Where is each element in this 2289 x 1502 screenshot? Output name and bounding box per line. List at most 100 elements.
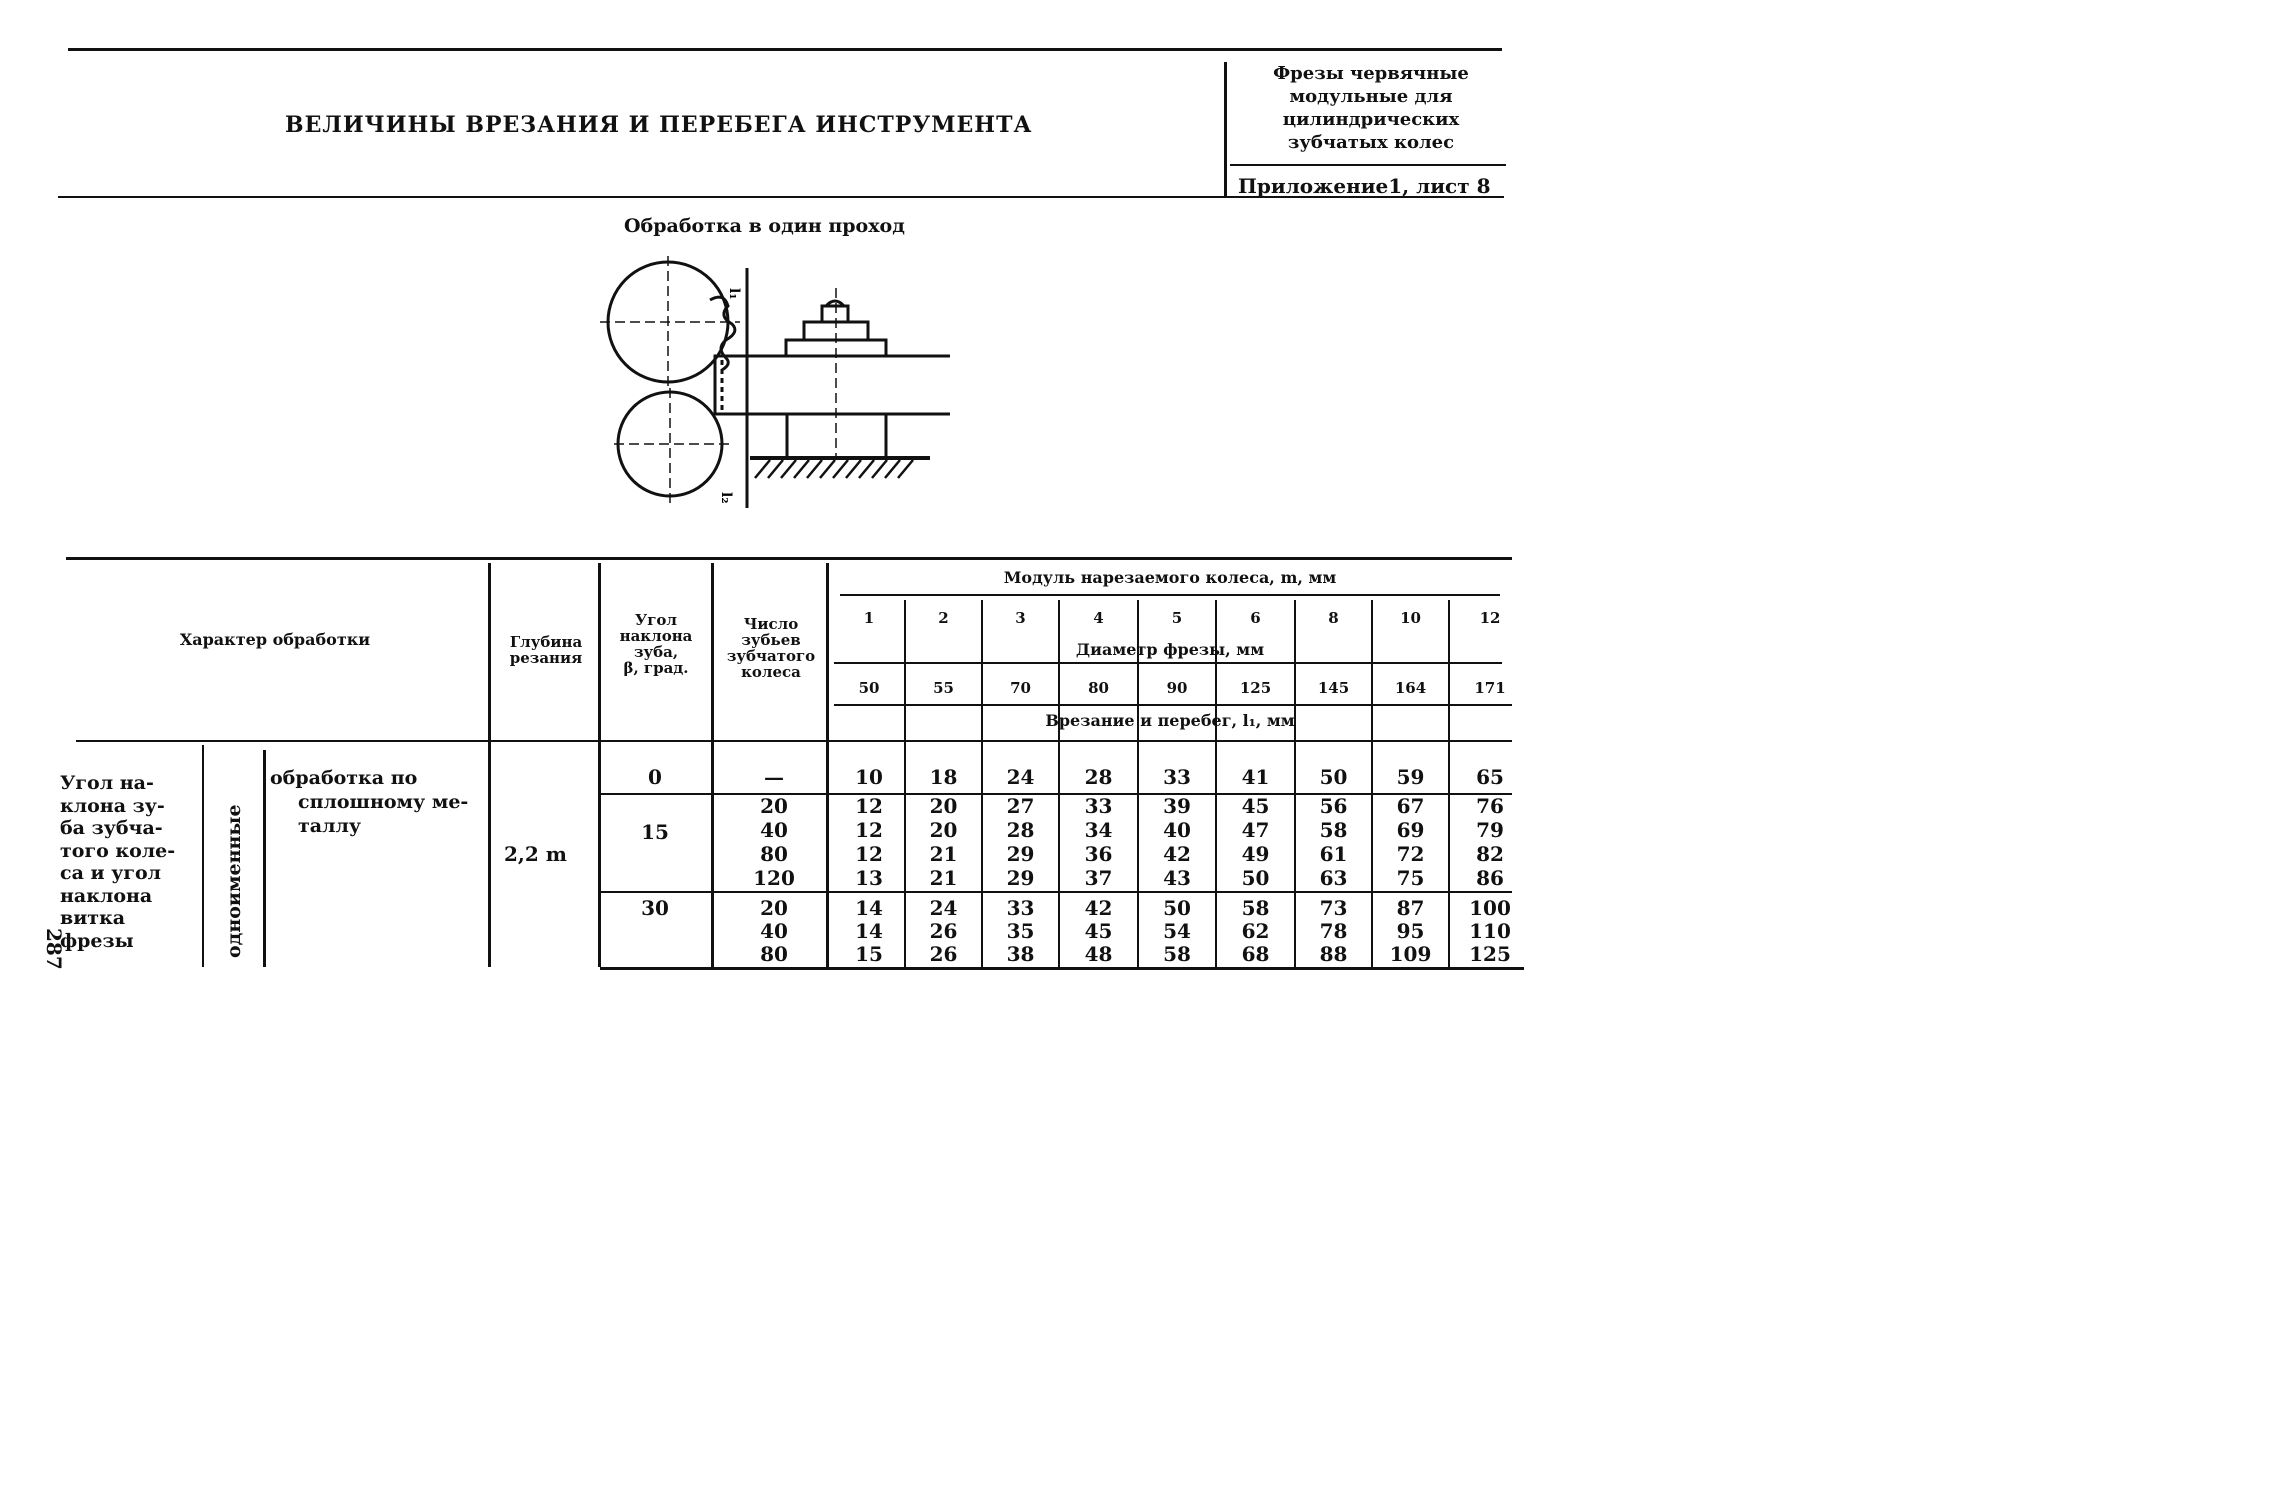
header-processing-type: Характер обработки — [179, 630, 371, 649]
header-module: Модуль нарезаемого колеса, m, мм — [1003, 568, 1337, 587]
teeth-cell: 40 — [760, 919, 788, 943]
value-cell: 26 — [929, 942, 958, 966]
value-cell: 61 — [1319, 842, 1348, 866]
value-cell: 21 — [929, 842, 958, 866]
diameter-bottom-rule — [834, 704, 1512, 706]
value-cell: 43 — [1163, 866, 1191, 890]
value-cell: 48 — [1084, 942, 1113, 966]
module-cell: 4 — [1093, 609, 1104, 627]
value-cell: 41 — [1241, 765, 1270, 789]
value-cell: 18 — [929, 765, 958, 789]
col-rule-angle — [598, 563, 601, 967]
module-cell: 1 — [863, 609, 875, 627]
header-cutter-diameter: Диаметр фрезы, мм — [1075, 640, 1265, 659]
table-header-rule — [76, 740, 1512, 742]
value-cell: 69 — [1396, 818, 1425, 842]
diameter-cell: 125 — [1239, 679, 1272, 697]
value-cell: 29 — [1006, 842, 1035, 866]
value-cell: 13 — [855, 866, 883, 890]
value-cell: 37 — [1084, 866, 1113, 890]
value-cell: 12 — [855, 842, 883, 866]
value-cell: 86 — [1476, 866, 1504, 890]
value-cell: 21 — [929, 866, 958, 890]
value-cell: 45 — [1084, 919, 1113, 943]
module-cell: 2 — [938, 609, 949, 627]
top-rule — [68, 48, 1502, 51]
value-cell: 87 — [1396, 896, 1425, 920]
value-cell: 42 — [1084, 896, 1113, 920]
value-cell: 14 — [855, 919, 883, 943]
side-title: Фрезы червячные модульные для цилиндриче… — [1273, 63, 1469, 153]
value-cell: 50 — [1241, 866, 1270, 890]
value-cell: 29 — [1006, 866, 1035, 890]
value-cell: 40 — [1163, 818, 1191, 842]
header-infeed: Врезание и перебег, l₁, мм — [1045, 711, 1295, 730]
value-cell: 14 — [855, 896, 883, 920]
page-number: 287 — [42, 928, 66, 970]
page-title: ВЕЛИЧИНЫ ВРЕЗАНИЯ И ПЕРЕБЕГА ИНСТРУМЕНТА — [285, 112, 1033, 138]
value-cell: 95 — [1396, 919, 1425, 943]
diameter-cell: 70 — [1010, 679, 1031, 697]
value-cell: 58 — [1319, 818, 1348, 842]
value-cell: 28 — [1006, 818, 1035, 842]
teeth-cell: — — [764, 765, 784, 789]
value-cell: 65 — [1476, 765, 1504, 789]
angle-cell: 30 — [641, 896, 669, 920]
value-sep — [1448, 600, 1450, 967]
value-sep — [904, 600, 906, 967]
cutting-depth-value: 2,2 m — [504, 842, 567, 866]
value-sep — [1215, 600, 1217, 967]
group-rule-1 — [600, 793, 1512, 795]
value-cell: 72 — [1396, 842, 1425, 866]
table-top-rule — [66, 557, 1512, 560]
module-cell: 6 — [1250, 609, 1261, 627]
diameter-cell: 171 — [1474, 679, 1506, 697]
value-cell: 58 — [1241, 896, 1270, 920]
row-label: Угол на- клона зу- ба зубча- того коле- … — [60, 772, 176, 952]
value-cell: 33 — [1006, 896, 1035, 920]
value-cell: 33 — [1084, 794, 1113, 818]
value-cell: 75 — [1396, 866, 1425, 890]
value-cell: 33 — [1163, 765, 1191, 789]
value-cell: 35 — [1006, 919, 1035, 943]
diameter-cell: 80 — [1088, 679, 1109, 697]
header-teeth-count: Число зубьев зубчатого колеса — [726, 615, 816, 681]
value-cell: 59 — [1396, 765, 1425, 789]
value-cell: 42 — [1163, 842, 1191, 866]
col-rule-values — [826, 563, 829, 967]
value-cell: 26 — [929, 919, 958, 943]
header-bottom-rule — [58, 196, 1504, 198]
machining-diagram: l₁ l₂ — [600, 256, 950, 508]
section-subtitle: Обработка в один проход — [624, 215, 905, 237]
diameter-cell: 164 — [1394, 679, 1427, 697]
value-cell: 82 — [1476, 842, 1504, 866]
header-cutting-depth: Глубина резания — [509, 633, 583, 667]
process-description: обработка по сплошному ме- таллу — [270, 767, 469, 837]
value-cell: 50 — [1319, 765, 1348, 789]
value-cell: 45 — [1241, 794, 1270, 818]
teeth-cell: 80 — [760, 842, 788, 866]
module-cell: 3 — [1015, 609, 1026, 627]
row-sublabel: одноименные — [223, 804, 245, 958]
value-cell: 76 — [1476, 794, 1504, 818]
group-rule-2 — [600, 891, 1512, 893]
diameter-cell: 55 — [933, 679, 954, 697]
value-cell: 78 — [1319, 919, 1348, 943]
diameter-cell: 145 — [1317, 679, 1350, 697]
value-cell: 73 — [1319, 896, 1348, 920]
value-cell: 12 — [855, 818, 883, 842]
value-cell: 20 — [929, 794, 958, 818]
value-sep — [1058, 600, 1060, 967]
teeth-cell: 80 — [760, 942, 788, 966]
value-cell: 125 — [1469, 942, 1511, 966]
module-cell: 5 — [1171, 609, 1183, 627]
value-cell: 49 — [1241, 842, 1270, 866]
value-sep — [1371, 600, 1373, 967]
value-cell: 109 — [1389, 942, 1432, 966]
module-cell: 8 — [1328, 609, 1339, 627]
table-bottom-rule — [600, 967, 1524, 970]
module-cell: 10 — [1400, 609, 1421, 627]
value-cell: 15 — [855, 942, 883, 966]
teeth-cell: 40 — [760, 818, 788, 842]
value-cell: 79 — [1476, 818, 1504, 842]
